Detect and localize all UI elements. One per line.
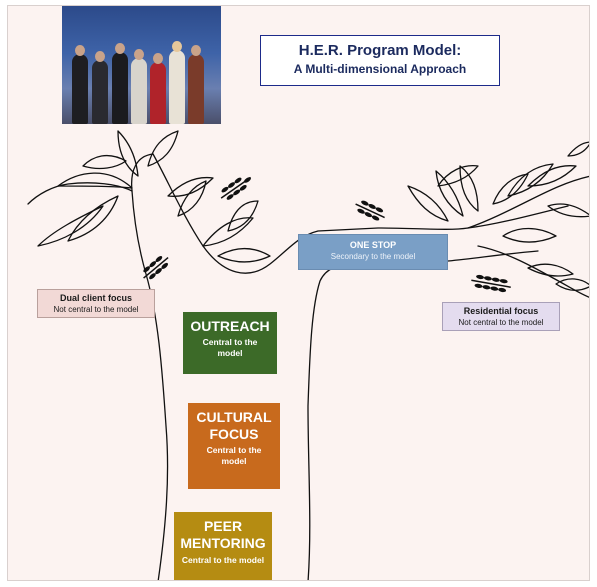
right-leaf-4 (492, 173, 529, 205)
tree-trunk-inner (152, 153, 569, 274)
left-leaf-2 (67, 195, 119, 242)
left-leaf-10 (227, 200, 259, 232)
outreach-box: OUTREACH Central to the model (183, 312, 277, 374)
outreach-sub: Central to the model (202, 337, 258, 358)
sprig-mid-left (143, 256, 169, 280)
tree-trunk-right-outline (307, 250, 539, 580)
right-branch (467, 175, 589, 229)
cultural-sub: Central to the model (206, 445, 262, 466)
tree-trunk-left-outline (130, 153, 169, 580)
group-photo-icon (62, 6, 221, 124)
residential-heading: Residential focus (463, 306, 539, 316)
peer-heading-line-2: MENTORING (180, 535, 266, 551)
title-box: H.E.R. Program Model: A Multi-dimensiona… (260, 35, 500, 86)
left-leaf-8 (202, 217, 254, 247)
left-leaf-1 (57, 172, 133, 189)
sprig-top-left (220, 176, 252, 200)
right-leaf-11 (437, 165, 479, 187)
outreach-heading: OUTREACH (190, 318, 270, 334)
one-stop-heading: ONE STOP (349, 240, 397, 250)
left-leaf-5 (147, 130, 179, 167)
sprig-right-top (355, 200, 385, 221)
left-leaf-4 (117, 130, 139, 177)
title-line-2: A Multi-dimensional Approach (293, 62, 467, 76)
right-leaf-1 (407, 185, 449, 222)
right-leaf-5 (507, 163, 554, 197)
left-leaf-9 (217, 247, 271, 263)
one-stop-sub: Secondary to the model (330, 252, 416, 261)
right-leaf-10 (555, 278, 589, 291)
right-leaf-8 (502, 227, 557, 243)
dual-client-heading: Dual client focus (59, 293, 132, 303)
right-branch-2 (477, 245, 589, 298)
slide-canvas: H.E.R. Program Model: A Multi-dimensiona… (7, 5, 590, 581)
right-leaf-12 (567, 141, 589, 157)
left-leaf-6 (167, 176, 214, 197)
left-leaf-11 (82, 154, 127, 170)
residential-sub: Not central to the model (458, 318, 544, 327)
title-line-1: H.E.R. Program Model: (298, 42, 462, 59)
sprig-right-bottom (471, 274, 511, 293)
tree-illustration (27, 130, 589, 580)
cultural-focus-box: CULTURAL FOCUS Central to the model (188, 403, 280, 489)
cultural-heading-line-2: FOCUS (209, 426, 259, 442)
left-leaf-3 (37, 205, 104, 247)
left-leaf-7 (177, 180, 207, 217)
peer-heading-line-1: PEER (203, 518, 243, 534)
right-leaf-7 (547, 203, 589, 218)
right-leaf-2 (435, 170, 464, 217)
one-stop-box: ONE STOP Secondary to the model (298, 234, 448, 270)
right-leaf-6 (527, 165, 577, 187)
residential-box: Residential focus Not central to the mod… (442, 302, 560, 331)
right-leaf-9 (527, 263, 574, 277)
peer-mentoring-box: PEER MENTORING Central to the model (174, 512, 272, 580)
dual-client-sub: Not central to the model (53, 305, 139, 314)
cultural-heading-line-1: CULTURAL (196, 409, 272, 425)
left-branch (27, 182, 133, 205)
dual-client-box: Dual client focus Not central to the mod… (37, 289, 155, 318)
right-leaf-3 (459, 165, 479, 212)
peer-sub: Central to the model (181, 555, 265, 565)
